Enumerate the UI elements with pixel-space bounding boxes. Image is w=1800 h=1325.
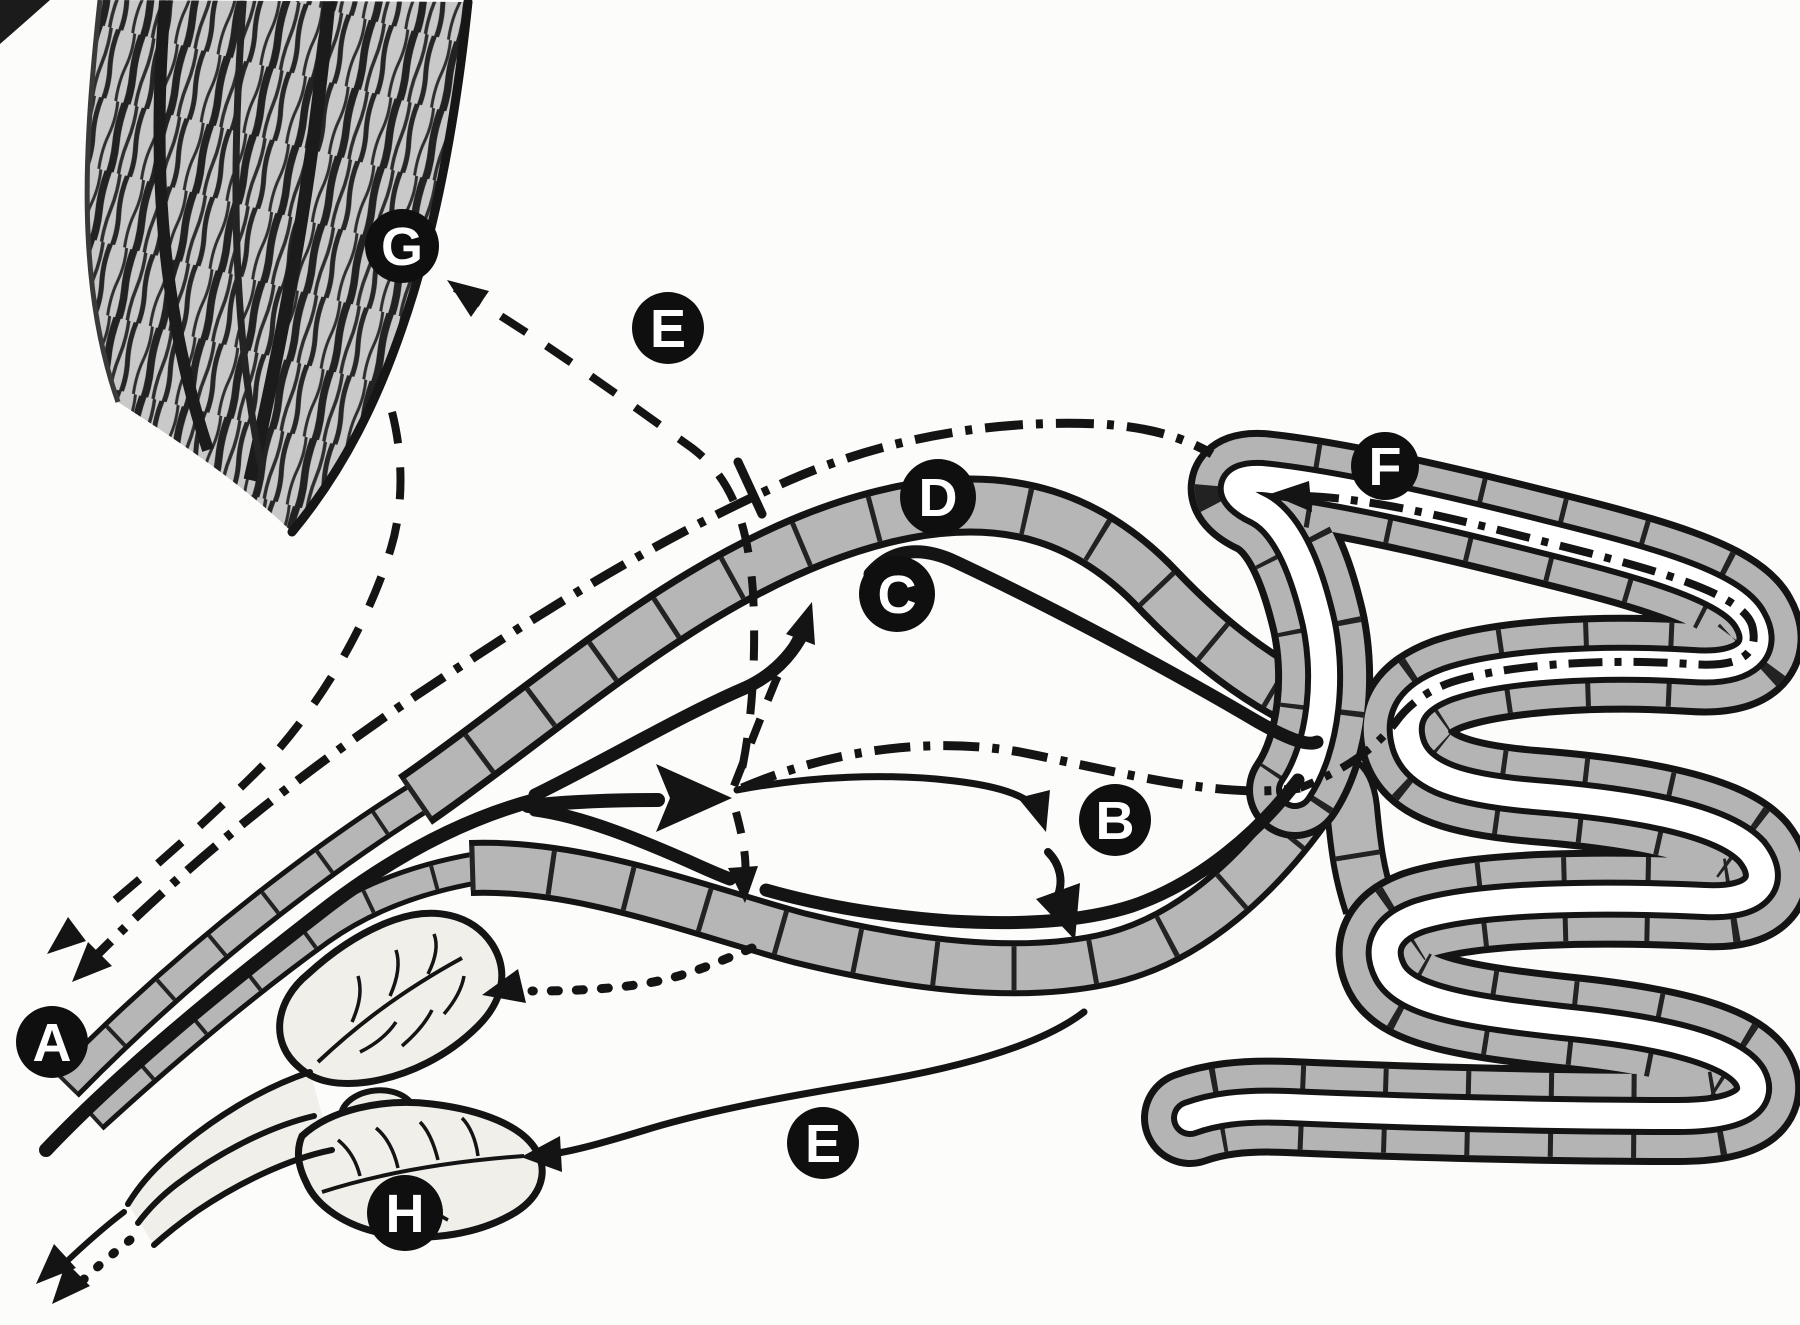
gland-upper-lobe: [276, 909, 506, 1087]
label-h-letter: H: [386, 1184, 425, 1244]
corner-fiber-wedge: [0, 0, 50, 44]
label-c-letter: C: [878, 565, 917, 625]
label-g: G: [365, 209, 439, 283]
label-e-lower-letter: E: [805, 1114, 841, 1174]
label-b-letter: B: [1096, 791, 1135, 851]
dotted-line-to-gland: [527, 943, 757, 996]
upper-wall-neck-band: [53, 780, 432, 1098]
arrowhead-at-muscle: [447, 280, 489, 317]
label-d: D: [900, 459, 976, 535]
arrowhead-at-b: [1018, 790, 1050, 832]
muscle-right-edge: [287, 0, 473, 537]
lumen-dash-dot-line: [1298, 492, 1758, 792]
label-c: C: [859, 556, 935, 632]
thick-nerve-fibers: [39, 545, 1324, 1157]
label-d-circle: [900, 459, 976, 535]
gland-stalk-body: [128, 1072, 332, 1245]
label-b-circle: [1079, 784, 1151, 856]
label-c-circle: [859, 556, 935, 632]
label-a: A: [16, 1006, 88, 1078]
arrowhead-bottom-left-dashdot: [72, 942, 112, 982]
upper-fiber-distal: [863, 545, 1324, 750]
gland-exit-solid-line: [61, 1209, 127, 1267]
lower-wall-neck-band: [80, 851, 481, 1131]
arrowhead-onto-lower-fiber: [1036, 883, 1080, 940]
input-arrow-shaft: [521, 793, 665, 813]
salivary-gland-illustration: [125, 909, 546, 1248]
arrowhead-to-f: [1270, 481, 1312, 512]
arrowhead-bottom-left-dashed: [47, 917, 86, 954]
dash-dot-pathways: [72, 418, 1758, 982]
gland-upper-lobe-veins: [316, 933, 466, 1064]
e-line-to-gland: [554, 1008, 1088, 1157]
label-g-letter: G: [381, 217, 423, 277]
thin-connectors: [733, 773, 1080, 940]
label-d-letter: D: [919, 468, 958, 528]
input-arrowhead: [656, 764, 732, 832]
label-f: F: [1351, 432, 1419, 500]
pathway-to-muscle-dashed: [452, 284, 759, 788]
main-trunk-line: [39, 793, 542, 1157]
arrowhead-exit-solid: [36, 1244, 76, 1284]
label-e-lower: E: [787, 1107, 859, 1179]
lower-fiber-distal: [759, 773, 1305, 930]
arrowhead-at-gland-lower-lobe: [521, 1136, 562, 1172]
gland-ducts: [125, 1069, 335, 1248]
label-e-upper-circle: [632, 292, 704, 364]
lower-wall-main-band: [468, 752, 1397, 997]
skeletal-muscle-illustration: [0, 0, 473, 537]
top-dash-dot-line: [80, 418, 1215, 972]
label-f-circle: [1351, 432, 1419, 500]
arrowhead-at-lower-fiber: [728, 866, 758, 903]
label-h: H: [367, 1175, 443, 1251]
label-a-circle: [16, 1006, 88, 1078]
arrowhead-at-gland-upper-lobe: [482, 969, 526, 1003]
dashed-pathways: [47, 280, 815, 954]
label-g-circle: [365, 209, 439, 283]
label-a-letter: A: [33, 1013, 72, 1073]
branch-to-b-line: [733, 773, 1044, 816]
muscle-afferent-dashed: [105, 411, 405, 910]
lower-fiber-proximal: [528, 803, 737, 886]
letter-markers: A B C D E E F G: [16, 209, 1419, 1251]
crossing-tick: [733, 457, 767, 519]
arrowhead-exit-dotted: [52, 1262, 90, 1304]
gland-pathways: [36, 943, 1088, 1304]
label-f-letter: F: [1369, 437, 1402, 497]
arrowhead-at-c: [786, 602, 815, 645]
muscle-dark-streaks: [153, 0, 337, 482]
label-h-circle: [367, 1175, 443, 1251]
label-b: B: [1079, 784, 1151, 856]
label-e-lower-circle: [787, 1107, 859, 1179]
muscle-left-edge: [84, 0, 121, 403]
label-e-upper: E: [632, 292, 704, 364]
label-e-upper-letter: E: [650, 299, 686, 359]
middle-dash-dot-line: [740, 741, 1301, 796]
